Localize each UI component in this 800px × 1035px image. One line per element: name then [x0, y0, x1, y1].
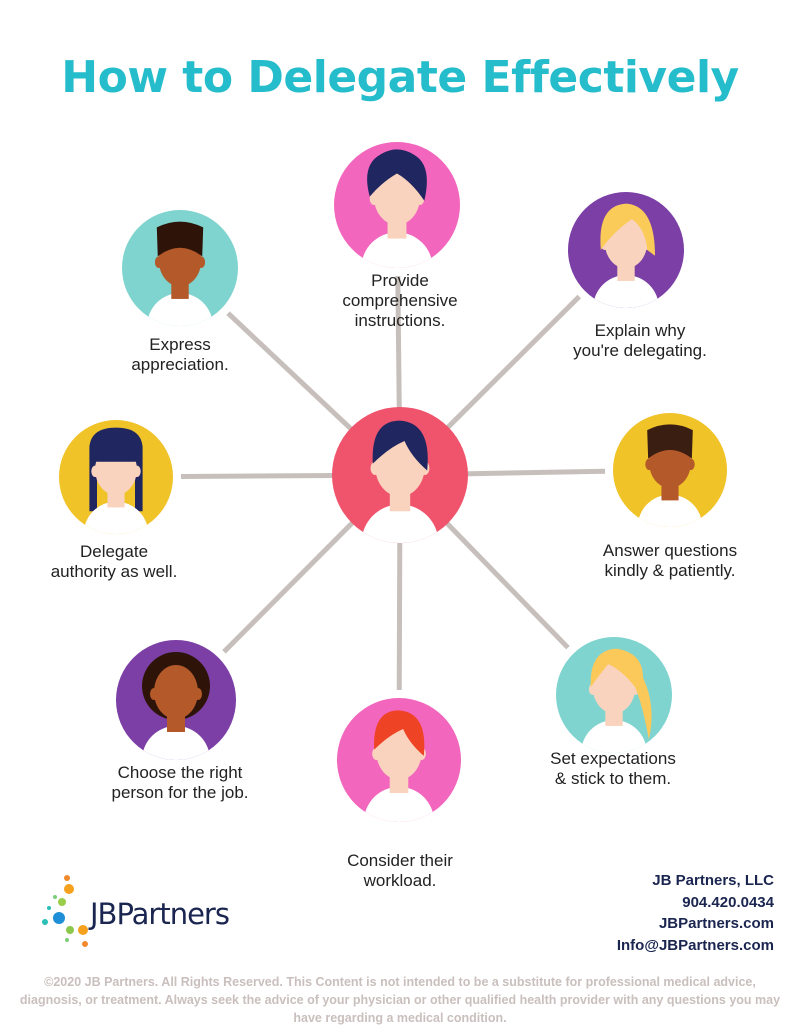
- shoulders: [361, 504, 439, 543]
- label-set-expectations: Set expectations & stick to them.: [550, 749, 676, 788]
- label-provide-instructions: Provide comprehensive instructions.: [342, 271, 458, 330]
- avatar-answer-questions: [613, 413, 727, 527]
- hair-icon: [600, 203, 655, 256]
- avatar-center: [332, 407, 468, 543]
- shoulders: [593, 275, 659, 308]
- phone-number[interactable]: 904.420.0434: [682, 893, 774, 911]
- avatar-express-appreciation: [122, 210, 238, 326]
- label-consider-workload: Consider their workload.: [347, 851, 453, 890]
- avatar-set-expectations: [556, 637, 672, 753]
- hair-icon: [647, 424, 693, 459]
- connector-line-express-appreciation: [226, 311, 356, 434]
- shoulders: [581, 720, 647, 753]
- email-link[interactable]: Info@JBPartners.com: [616, 936, 774, 954]
- face: [154, 665, 198, 719]
- connector-line-delegate-authority: [180, 472, 338, 480]
- avatar-explain-why: [568, 192, 684, 308]
- connector-line-set-expectations: [442, 518, 570, 650]
- logo-text: JBPartners: [90, 897, 230, 931]
- connector-line-consider-workload: [396, 537, 403, 691]
- connector-line-answer-questions: [462, 468, 606, 477]
- company-name: JB Partners, LLC: [652, 872, 774, 889]
- contact-info: JB Partners, LLC 904.420.0434 JBPartners…: [617, 870, 774, 956]
- avatar-provide-instructions: [334, 142, 460, 268]
- hair-icon: [374, 710, 425, 756]
- hair-icon: [372, 420, 428, 471]
- shoulders: [363, 786, 435, 822]
- avatar-choose-right-person: [116, 640, 236, 760]
- website-link[interactable]: JBPartners.com: [658, 915, 774, 932]
- connector-line-choose-right-person: [222, 517, 358, 654]
- label-answer-questions: Answer questions kindly & patiently.: [602, 541, 738, 580]
- label-express-appreciation: Express appreciation.: [131, 335, 229, 374]
- hair-icon: [590, 648, 652, 740]
- delegation-diagram: [59, 142, 727, 822]
- label-choose-right-person: Choose the right person for the job.: [111, 763, 249, 802]
- shoulders: [147, 293, 213, 326]
- connector-line-provide-instructions: [395, 275, 402, 413]
- logo-dots-icon: [42, 875, 88, 947]
- hair-icon: [367, 149, 427, 201]
- hair-icon: [156, 221, 204, 257]
- shoulders: [361, 232, 433, 268]
- shoulders: [142, 726, 210, 760]
- shoulders: [83, 501, 149, 534]
- page-title: How to Delegate Effectively: [61, 52, 739, 103]
- face: [373, 168, 421, 225]
- jbpartners-logo: JBPartners: [40, 875, 240, 955]
- avatar-consider-workload: [337, 698, 461, 822]
- disclaimer: ©2020 JB Partners. All Rights Reserved. …: [19, 975, 781, 1025]
- avatar-delegate-authority: [59, 420, 173, 534]
- label-explain-why: Explain why you're delegating.: [573, 321, 707, 360]
- label-delegate-authority: Delegate authority as well.: [50, 542, 178, 581]
- connector-line-explain-why: [442, 294, 581, 433]
- shoulders: [637, 494, 703, 527]
